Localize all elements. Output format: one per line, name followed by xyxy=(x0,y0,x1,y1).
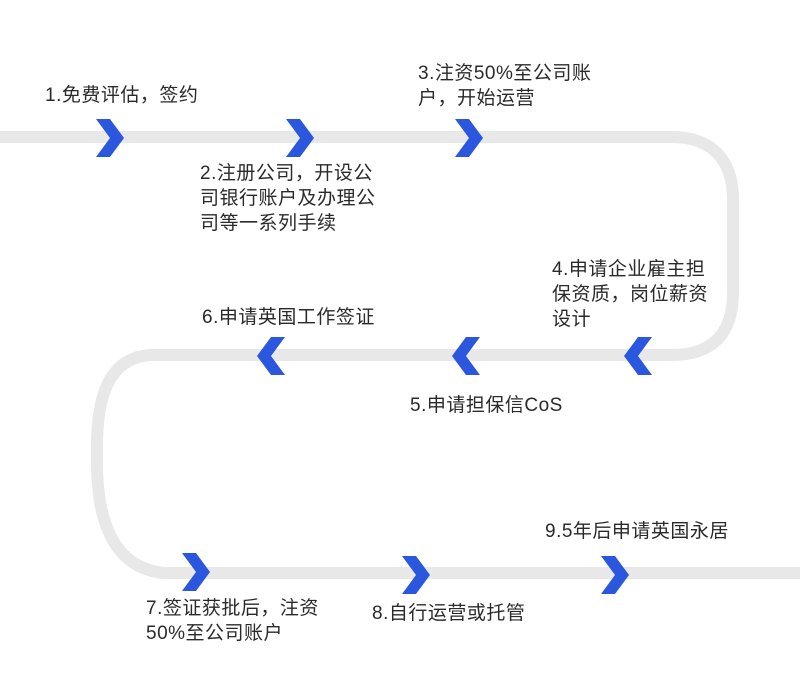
step-8-chevron-right-icon xyxy=(402,556,430,594)
chevron-left-shape xyxy=(624,337,652,375)
step-7-chevron-right-icon xyxy=(182,553,210,591)
step-5-chevron-left-icon xyxy=(452,337,480,375)
flow-line-path xyxy=(0,131,800,579)
step-1-label: 1.免费评估，签约 xyxy=(45,85,199,106)
step-9-label: 9.5年后申请英国永居 xyxy=(545,521,729,542)
step-8-label: 8.自行运营或托管 xyxy=(372,603,526,624)
chevron-right-shape xyxy=(182,553,210,591)
chevron-right-shape xyxy=(402,556,430,594)
chevron-right-shape xyxy=(96,119,124,157)
step-2-label: 2.注册公司，开设公 司银行账户及办理公 司等一系列手续 xyxy=(200,163,376,234)
step-6-chevron-left-icon xyxy=(257,337,285,375)
step-9-chevron-right-icon xyxy=(601,556,629,594)
chevron-right-shape xyxy=(455,119,483,157)
step-2-chevron-right-icon xyxy=(286,119,314,157)
chevron-right-shape xyxy=(286,119,314,157)
step-4-chevron-left-icon xyxy=(624,337,652,375)
step-3-label: 3.注资50%至公司账 户，开始运营 xyxy=(418,63,592,109)
step-7-label: 7.签证获批后，注资 50%至公司账户 xyxy=(146,598,319,644)
step-4-label: 4.申请企业雇主担 保资质，岗位薪资 设计 xyxy=(552,259,709,330)
step-5-label: 5.申请担保信CoS xyxy=(410,395,563,416)
chevron-left-shape xyxy=(257,337,285,375)
step-3-chevron-right-icon xyxy=(455,119,483,157)
step-1-chevron-right-icon xyxy=(96,119,124,157)
chevron-left-shape xyxy=(452,337,480,375)
chevron-right-shape xyxy=(601,556,629,594)
step-6-label: 6.申请英国工作签证 xyxy=(202,307,375,328)
